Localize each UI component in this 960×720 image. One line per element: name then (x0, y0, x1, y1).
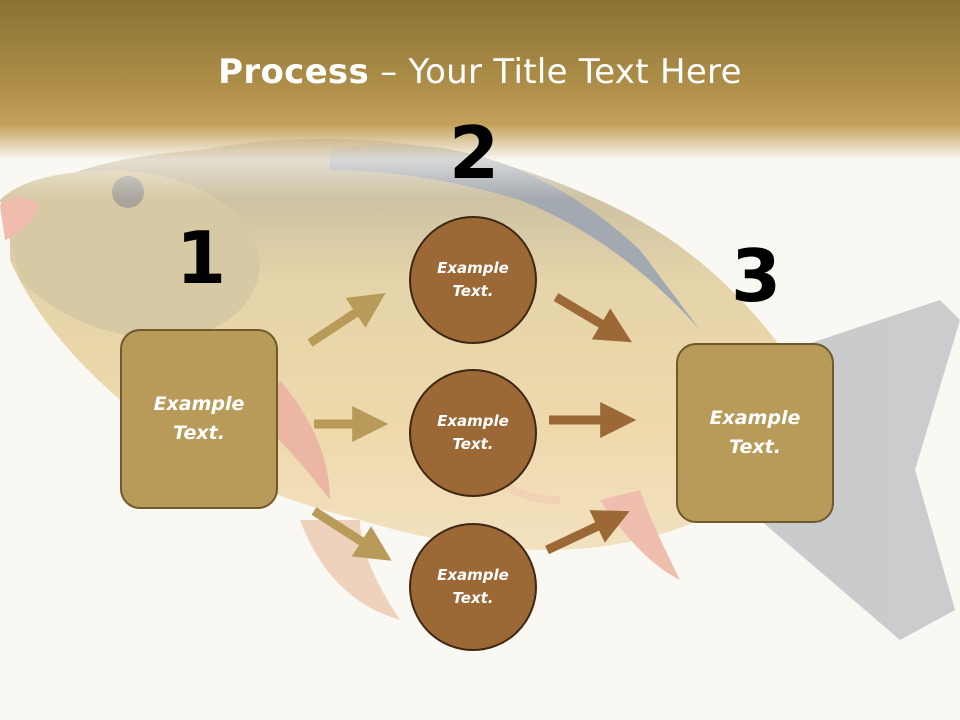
step-1-box: Example Text. (120, 329, 278, 509)
arrow-2a-to-3 (553, 293, 632, 343)
step-number-3: 3 (731, 234, 782, 318)
step-3-text: Example Text. (709, 407, 801, 458)
title-rest: – Your Title Text Here (369, 52, 742, 92)
arrow-1-to-2a (307, 293, 386, 347)
step-3-box: Example Text. (676, 343, 834, 523)
step-number-2: 2 (449, 111, 500, 195)
arrow-2c-to-3 (545, 510, 630, 555)
step-2-bottom-text: Example Text. (437, 566, 509, 607)
arrow-1-to-2c (311, 507, 392, 561)
step-2-circle-middle: Example Text. (409, 369, 537, 497)
step-2-circle-bottom: Example Text. (409, 523, 537, 651)
header-band (0, 0, 960, 200)
step-1-text: Example Text. (153, 393, 245, 444)
step-number-1: 1 (176, 216, 227, 300)
step-2-top-text: Example Text. (437, 259, 509, 300)
title-bold: Process (218, 52, 370, 92)
slide-title: Process – Your Title Text Here (0, 52, 960, 92)
step-2-circle-top: Example Text. (409, 216, 537, 344)
step-2-middle-text: Example Text. (437, 412, 509, 453)
